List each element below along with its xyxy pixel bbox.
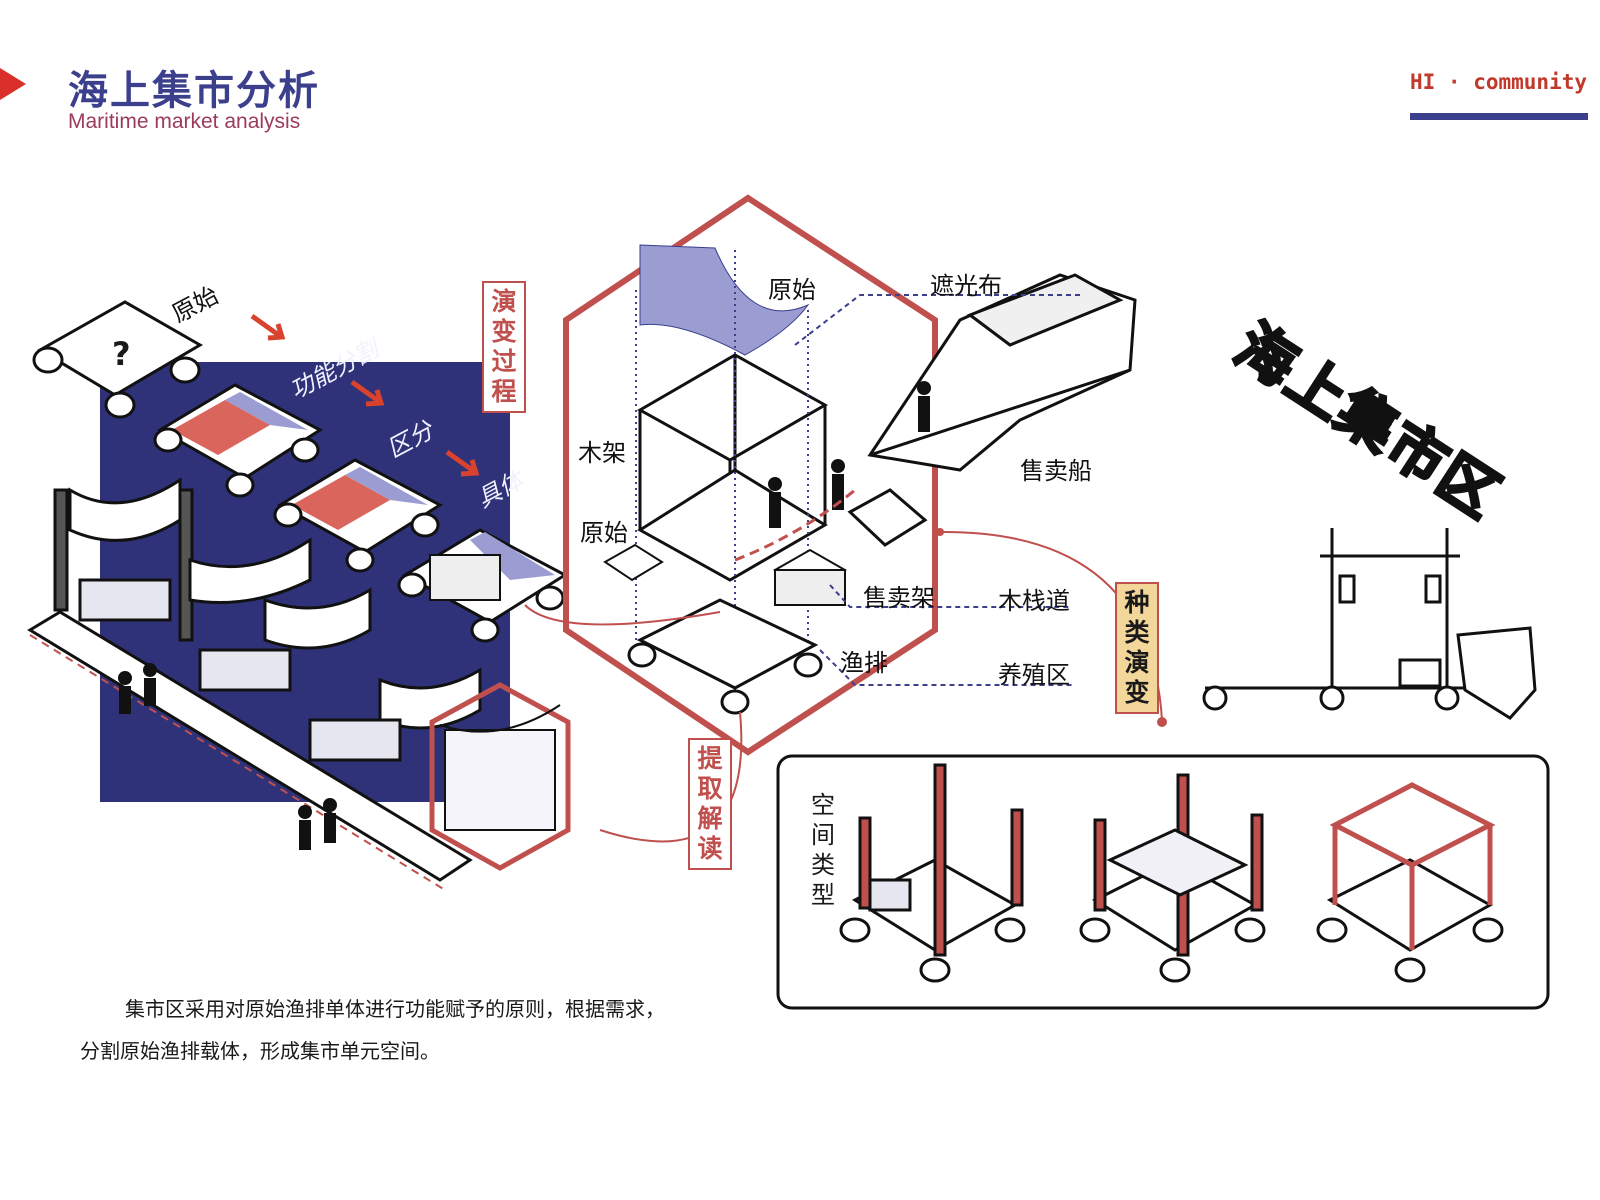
- extract-char: 取: [697, 774, 723, 803]
- raft-zoning: [273, 458, 443, 573]
- extract-char: 读: [697, 834, 723, 863]
- sales-boat-label: 售卖船: [1020, 457, 1092, 485]
- shade-cloth: [639, 244, 810, 356]
- space-type-1: [839, 763, 1026, 983]
- type-evolution-char: 变: [1124, 678, 1150, 707]
- process-char: 演: [491, 287, 517, 316]
- fish-raft-label: 渔排: [840, 649, 888, 677]
- circulation-path: [734, 488, 856, 562]
- space-type-3: [1316, 782, 1504, 983]
- sales-rack-label: 售卖架: [863, 584, 935, 612]
- process-char: 程: [491, 377, 517, 406]
- extract-char: 提: [697, 744, 723, 773]
- people-icon: [118, 663, 337, 850]
- label-leader-lines: [794, 294, 1080, 686]
- header-arrow-icon: [0, 68, 26, 100]
- process-label-box: 演 变 过 程: [482, 281, 526, 413]
- elevation-view: [1202, 528, 1537, 720]
- raft-function-split: [153, 383, 323, 498]
- boat-person-icon: [917, 381, 931, 432]
- walkway-line: [29, 634, 446, 891]
- space-types-panel: [776, 754, 1550, 1010]
- boardwalk-label: 木栈道: [998, 587, 1070, 615]
- logo: HI · community: [1410, 70, 1588, 120]
- boardwalk-plank: [847, 488, 928, 547]
- original-left-label: 原始: [580, 519, 628, 547]
- space-types-label: 空 间 类 型: [808, 790, 838, 910]
- space-types-char: 空: [811, 791, 835, 819]
- description-line-1: 集市区采用对原始渔排单体进行功能赋予的原则，根据需求，: [125, 997, 665, 1021]
- breeding-area-label: 养殖区: [998, 661, 1070, 689]
- step-arrow-icon: [250, 313, 480, 477]
- type-evolution-char: 演: [1124, 648, 1150, 677]
- shade-cloth-label: 遮光布: [930, 272, 1002, 300]
- space-types-char: 型: [811, 881, 835, 909]
- wood-frame-label: 木架: [578, 439, 626, 467]
- page-subtitle: Maritime market analysis: [68, 110, 301, 133]
- space-type-2: [1079, 773, 1266, 983]
- module-hexagon: [563, 194, 938, 756]
- process-char: 变: [491, 317, 517, 346]
- type-evolution-label-box: 种 类 演 变: [1115, 582, 1159, 714]
- module-frame: [636, 353, 829, 582]
- page-title: 海上集市分析: [68, 68, 320, 114]
- extract-char: 解: [697, 804, 723, 833]
- original-top-label: 原始: [768, 276, 816, 304]
- market-row: [27, 477, 482, 882]
- raft-original: [32, 300, 203, 419]
- type-evolution-char: 类: [1124, 618, 1150, 647]
- process-char: 过: [491, 347, 517, 376]
- logo-text: HI · community: [1410, 70, 1588, 94]
- description: 集市区采用对原始渔排单体进行功能赋予的原则，根据需求， 分割原始渔排载体，形成集…: [80, 988, 760, 1072]
- unknown-mark: ?: [112, 335, 131, 373]
- highlight-hexagon: [429, 682, 571, 871]
- space-types-char: 类: [811, 851, 835, 879]
- sales-boat: [867, 273, 1137, 472]
- fish-raft: [627, 598, 823, 715]
- space-types-char: 间: [811, 821, 835, 849]
- extract-label-box: 提 取 解 读: [688, 738, 732, 870]
- type-evolution-char: 种: [1124, 588, 1150, 617]
- description-line-2: 分割原始渔排载体，形成集市单元空间。: [80, 1039, 440, 1063]
- logo-bar: [1410, 113, 1588, 120]
